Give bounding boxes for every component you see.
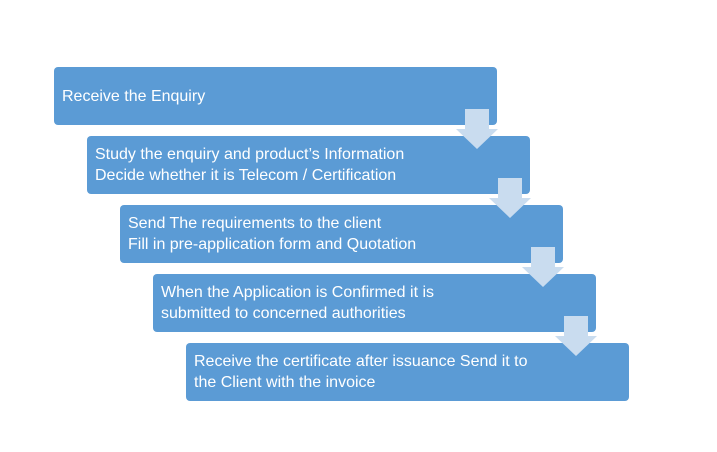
step-text-line: submitted to concerned authorities [161,305,406,322]
step-receive-certificate: Receive the certificate after issuance S… [186,343,629,401]
down-arrow-icon [522,247,564,287]
step-text-line: Study the enquiry and product’s Informat… [95,146,405,163]
step-text-line: Receive the certificate after issuance S… [194,353,528,370]
step-text-line: the Client with the invoice [194,374,376,391]
step-text-line: When the Application is Confirmed it is [161,284,435,301]
step-send-requirements: Send The requirements to the client Fill… [120,205,563,263]
step-receive-enquiry: Receive the Enquiry [54,67,497,125]
step-text-line: Receive the Enquiry [62,87,206,105]
step-text-line: Decide whether it is Telecom / Certifica… [95,167,397,184]
down-arrow-icon [489,178,531,218]
step-study-enquiry: Study the enquiry and product’s Informat… [87,136,530,194]
step-text-line: Send The requirements to the client [128,215,382,232]
down-arrow-icon [555,316,597,356]
down-arrow-icon [456,109,498,149]
step-application-confirmed: When the Application is Confirmed it is … [153,274,596,332]
step-text-line: Fill in pre-application form and Quotati… [128,236,417,253]
